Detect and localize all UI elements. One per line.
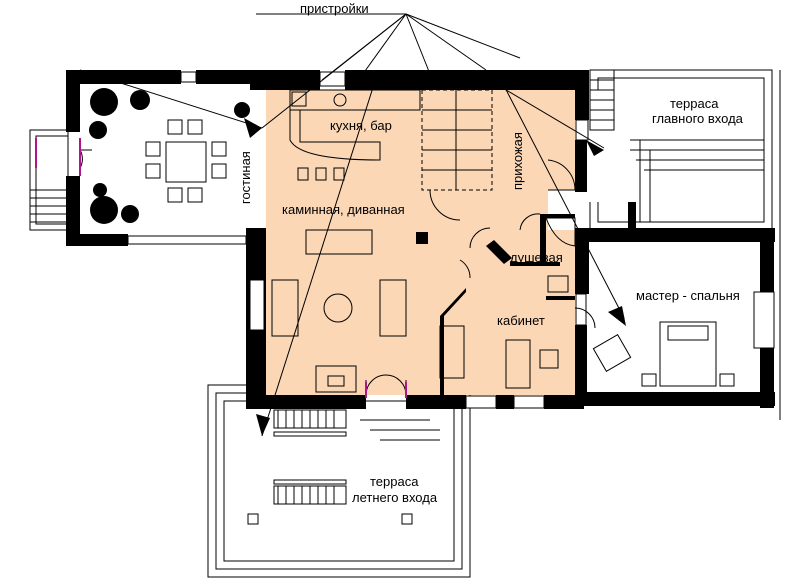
summer-terrace bbox=[207, 384, 471, 578]
walls bbox=[66, 70, 775, 409]
accent-door-frames bbox=[35, 138, 407, 398]
study-furniture bbox=[439, 325, 559, 389]
fireplace-room-furniture bbox=[271, 229, 407, 393]
annotation-lines bbox=[79, 13, 781, 437]
room-label-shower: душевая bbox=[510, 250, 563, 265]
plants bbox=[89, 88, 250, 224]
room-label-kitchen: кухня, бар bbox=[330, 118, 392, 133]
room-label-summer-terrace-1: терраса bbox=[370, 474, 419, 489]
room-label-living: гостиная bbox=[238, 151, 253, 204]
staircase bbox=[421, 89, 493, 191]
living-room-furniture bbox=[145, 119, 227, 203]
arrowheads bbox=[244, 118, 626, 436]
windows bbox=[127, 71, 775, 409]
shower-fixtures bbox=[545, 217, 576, 293]
room-label-fireplace: каминная, диванная bbox=[282, 202, 405, 217]
room-label-main-terrace-1: терраса bbox=[670, 96, 719, 111]
summer-terrace-furniture bbox=[247, 409, 413, 525]
room-label-summer-terrace-2: летнего входа bbox=[352, 490, 438, 505]
room-label-study: кабинет bbox=[497, 313, 545, 328]
annotation-label: пристройки bbox=[300, 1, 369, 16]
kitchen-furniture bbox=[289, 89, 421, 181]
room-label-master: мастер - спальня bbox=[636, 288, 740, 303]
main-terrace-stairs bbox=[589, 69, 615, 131]
room-label-hall: прихожая bbox=[510, 132, 525, 190]
bedroom-furniture bbox=[592, 321, 735, 387]
room-label-main-terrace-2: главного входа bbox=[652, 111, 744, 126]
